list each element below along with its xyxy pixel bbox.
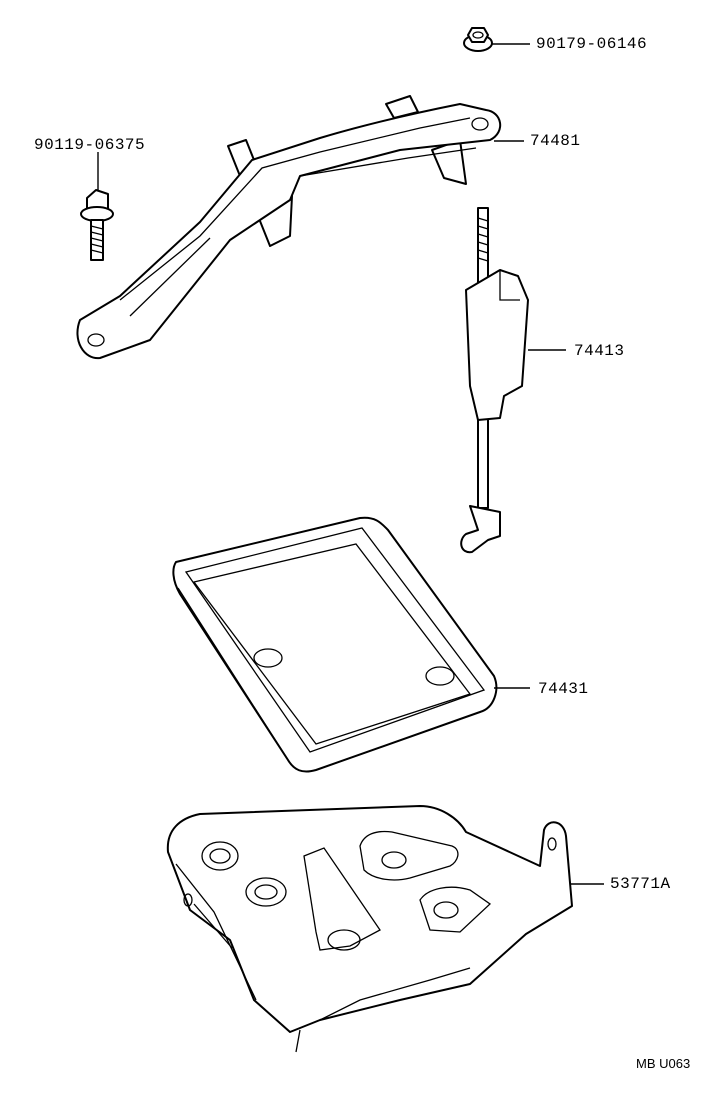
battery-clamp bbox=[76, 95, 501, 360]
flange-nut bbox=[463, 27, 493, 52]
part-number-nut: 90179-06146 bbox=[536, 35, 648, 53]
hold-down-rod bbox=[460, 207, 529, 554]
figure-code: MB U063 bbox=[636, 1056, 691, 1071]
part-number-tray: 74431 bbox=[538, 680, 589, 698]
part-number-clamp: 74481 bbox=[530, 132, 581, 150]
battery-carrier bbox=[166, 805, 573, 1053]
part-number-bolt: 90119-06375 bbox=[34, 136, 146, 154]
hex-bolt bbox=[80, 189, 114, 261]
part-number-rod: 74413 bbox=[574, 342, 625, 360]
battery-tray bbox=[172, 516, 498, 773]
part-number-carrier: 53771A bbox=[610, 875, 671, 893]
